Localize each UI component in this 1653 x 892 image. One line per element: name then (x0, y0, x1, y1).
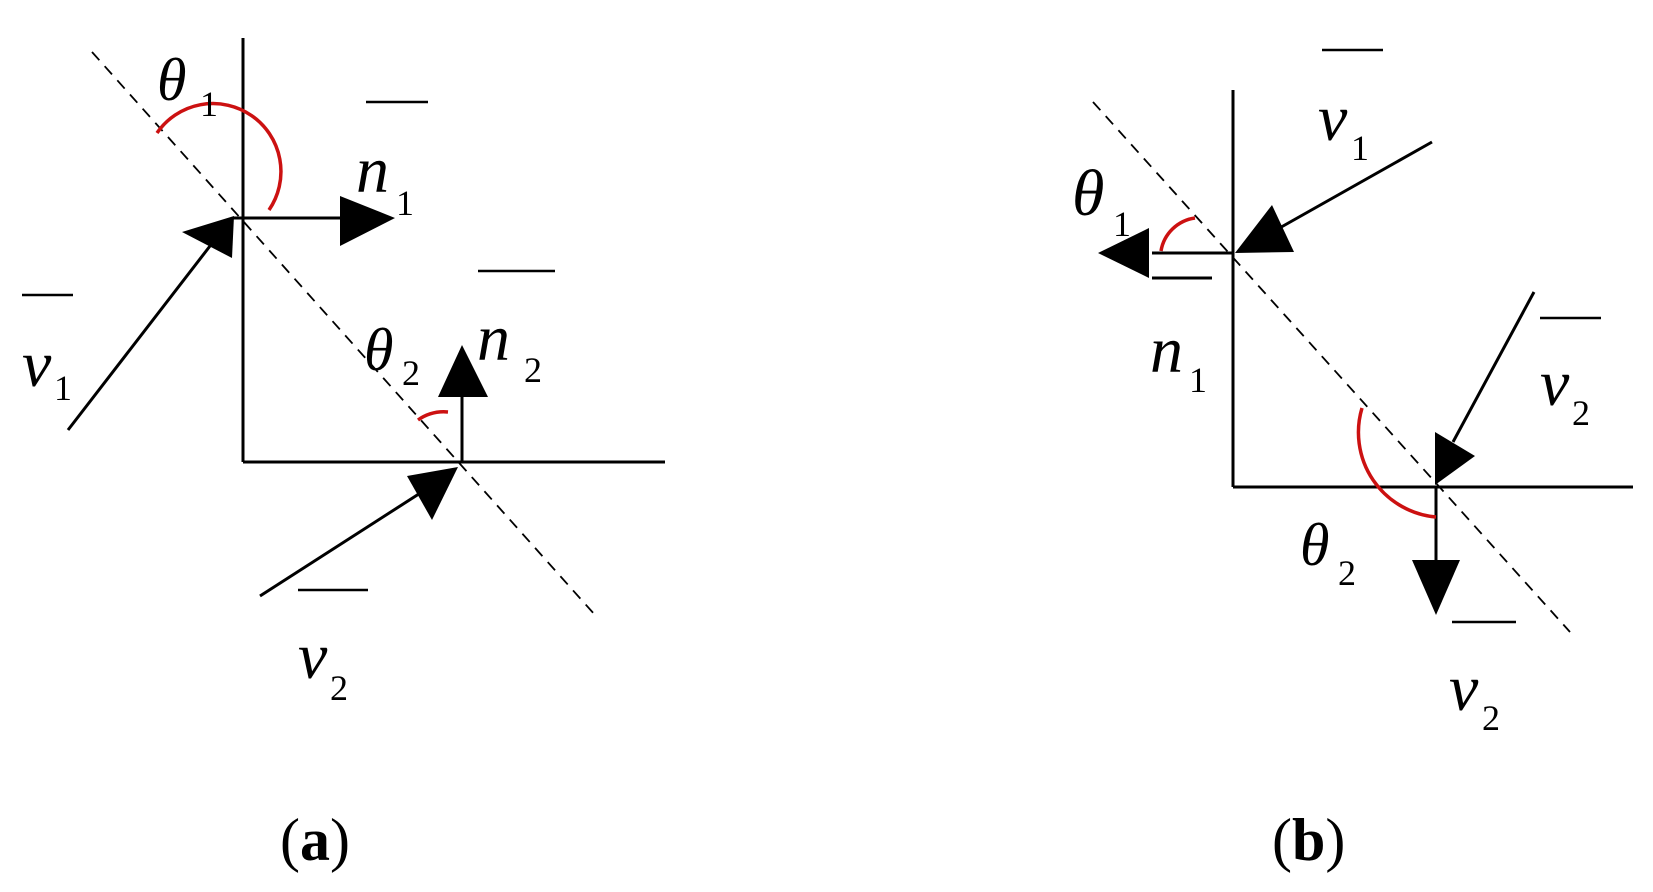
velocity-v2-reflected-arrow-b (1412, 487, 1460, 615)
theta2-subscript-a: 2 (402, 353, 420, 393)
angle-arc-theta2-a (416, 410, 449, 422)
velocity-v2-arrow-b (1435, 291, 1536, 485)
normal-n2-arrow-a (438, 345, 488, 462)
v1-subscript-a: 1 (54, 368, 72, 408)
angle-arc-theta2-b (1356, 407, 1437, 519)
caption-a: (a) (280, 807, 350, 873)
v2-label-top-b: v (1540, 347, 1570, 420)
v2-label-bottom-b: v (1449, 652, 1479, 725)
theta1-subscript-a: 1 (200, 84, 218, 124)
dashed-line-a (91, 51, 596, 616)
n2-label-a: n (477, 302, 510, 375)
v1-subscript-b: 1 (1351, 128, 1369, 168)
v2-subscript-top-b: 2 (1572, 393, 1590, 433)
velocity-v2-arrow-a (259, 467, 458, 598)
normal-n1-arrow-a (233, 196, 395, 246)
angle-arc-theta1-b (1159, 216, 1196, 252)
velocity-v1-arrow-b (1235, 140, 1433, 253)
v2-subscript-a: 2 (330, 668, 348, 708)
theta1-subscript-b: 1 (1113, 204, 1131, 244)
theta1-label-a: θ (157, 47, 186, 113)
angle-arc-theta1-a (155, 101, 283, 211)
n1-label-b: n (1150, 314, 1183, 387)
theta2-subscript-b: 2 (1338, 553, 1356, 593)
theta2-label-b: θ (1300, 512, 1329, 578)
n1-subscript-a: 1 (396, 183, 414, 223)
n2-subscript-a: 2 (524, 350, 542, 390)
n1-label-a: n (356, 134, 389, 207)
normal-n1-arrow-b (1098, 228, 1233, 280)
v1-label-b: v (1318, 82, 1348, 155)
v1-label-a: v (22, 328, 52, 401)
velocity-v1-arrow-a (66, 216, 234, 431)
theta2-label-a: θ (364, 317, 393, 383)
theta1-label-b: θ (1072, 157, 1104, 230)
panel-a: θ 1 n 1 θ 2 n 2 v 1 v 2 (a) (22, 38, 665, 873)
dashed-line-b (1092, 101, 1571, 633)
v2-subscript-bottom-b: 2 (1482, 698, 1500, 738)
caption-b: (b) (1272, 807, 1345, 873)
v2-label-a: v (298, 620, 328, 693)
panel-b: v 1 θ 1 n 1 v 2 θ 2 v 2 (b) (1072, 48, 1633, 873)
n1-subscript-b: 1 (1189, 360, 1207, 400)
